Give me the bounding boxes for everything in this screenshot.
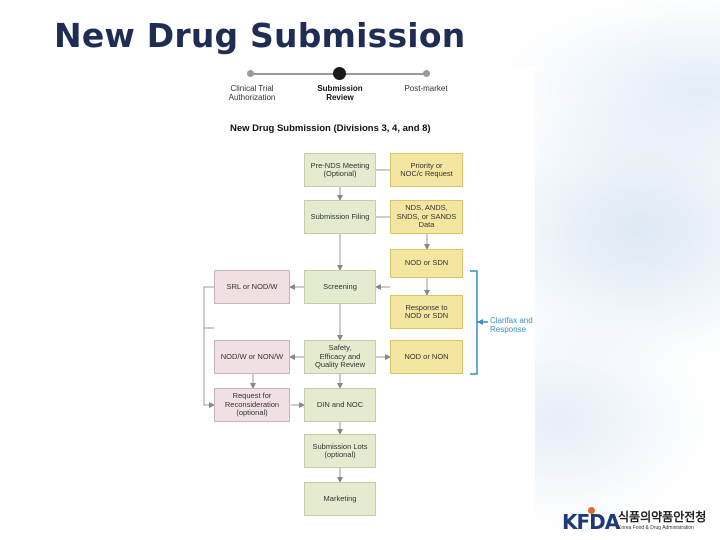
timeline-dot-clinical bbox=[247, 70, 254, 77]
flowchart-figure: Clinical Trial Authorization Submission … bbox=[200, 66, 535, 520]
sponsor-response-to-nod: Response to NOD or SDN bbox=[390, 295, 463, 329]
timeline-label-postmarket: Post-market bbox=[404, 84, 448, 93]
decision-nodw-or-nonw: NOD/W or NON/W bbox=[214, 340, 290, 374]
clarifax-bracket bbox=[470, 270, 478, 375]
kfda-logo: KFDA 식품의약품안전청 Korea Food & Drug Administ… bbox=[560, 506, 720, 536]
sponsor-submission-data: NDS, ANDS, SNDS, or SANDS Data bbox=[390, 200, 463, 234]
timeline-dot-postmarket bbox=[423, 70, 430, 77]
clarifax-label: Clarifax and Response bbox=[490, 316, 533, 334]
decision-request-reconsideration: Request for Reconsideration (optional) bbox=[214, 388, 290, 422]
logo-mark: KFDA bbox=[562, 510, 620, 534]
step-submission-filing: Submission Filing bbox=[304, 200, 376, 234]
timeline-label-clinical: Clinical Trial Authorization bbox=[228, 84, 276, 102]
flowchart-title: New Drug Submission (Divisions 3, 4, and… bbox=[230, 123, 431, 134]
sponsor-nod-or-non: NOD or NON bbox=[390, 340, 463, 374]
timeline-dot-current bbox=[333, 67, 346, 80]
clarifax-arrowhead bbox=[477, 319, 483, 325]
step-din-and-noc: DIN and NOC bbox=[304, 388, 376, 422]
step-marketing: Marketing bbox=[304, 482, 376, 516]
logo-accent-dot bbox=[588, 507, 595, 514]
connector-lines bbox=[203, 169, 488, 483]
step-screening: Screening bbox=[304, 270, 376, 304]
page-title: New Drug Submission bbox=[54, 16, 466, 55]
sponsor-nod-or-sdn: NOD or SDN bbox=[390, 249, 463, 278]
line-srl-to-recon bbox=[203, 286, 215, 408]
step-submission-lots: Submission Lots (optional) bbox=[304, 434, 376, 468]
step-pre-nds-meeting: Pre-NDS Meeting (Optional) bbox=[304, 153, 376, 187]
timeline-label-review: Submission Review bbox=[317, 84, 363, 102]
step-safety-efficacy-quality-review: Safety, Efficacy and Quality Review bbox=[304, 340, 376, 374]
logo-english-name: Korea Food & Drug Administration bbox=[618, 525, 694, 531]
sponsor-priority-request: Priority or NOC/c Request bbox=[390, 153, 463, 187]
logo-korean-name: 식품의약품안전청 bbox=[618, 510, 707, 524]
decision-srl-or-nodw: SRL or NOD/W bbox=[214, 270, 290, 304]
